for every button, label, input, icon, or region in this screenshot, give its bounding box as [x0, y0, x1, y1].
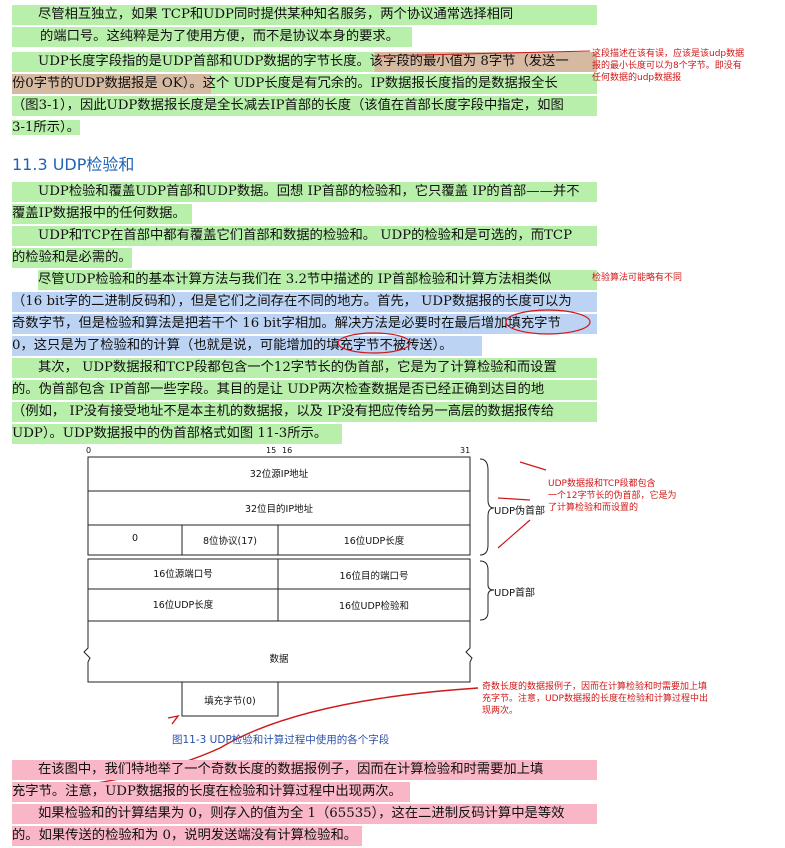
note-4-line: 奇数长度的数据报例子，因而在计算检验和时需要加上填 — [482, 682, 708, 692]
data-left-edge — [83, 621, 182, 683]
note-3-line: 了计算检验和而设置的 — [548, 503, 639, 513]
paragraph-4-line-1: UDP和TCP在首部中都有覆盖它们首部和数据的检验和。 UDP的检验和是可选的，… — [12, 226, 597, 246]
paragraph-4-line-2: 的检验和是必需的。 — [12, 248, 132, 268]
note-3-line: UDP数据报和TCP段都包含 — [548, 479, 656, 489]
handwritten-note-1: 这段描述在该有误，应该是该udp数据 报的最小长度可以为8个字节。即没有 任何数… — [592, 48, 744, 84]
annotation-arrow — [497, 461, 547, 549]
zero-proto-len-row — [87, 524, 471, 556]
paragraph-8-line-1: 如果检验和的计算结果为 0，则存入的值为全 1（65535），这在二进制反码计算… — [12, 804, 597, 824]
annotation-line — [379, 50, 591, 57]
paragraph-7-line-2: 充字节。注意，UDP数据报的长度在检验和计算过程中出现两次。 — [12, 782, 410, 802]
bit-label-15: 15 — [266, 446, 277, 455]
bit-label-0: 0 — [86, 446, 92, 455]
field-udp-length: 16位UDP长度 — [152, 600, 214, 611]
paragraph-3-line-2: 覆盖IP数据报中的任何数据。 — [12, 204, 192, 224]
paragraph-2-line-4: 3-1所示）。 — [12, 118, 597, 138]
note-1-line: 这段描述在该有误，应该是该udp数据 — [592, 49, 745, 59]
handwritten-note-4: 奇数长度的数据报例子，因而在计算检验和时需要加上填 充字节。注意，UDP数据报的… — [482, 681, 772, 717]
note-1-line: 报的最小长度可以为8个字节。即没有 — [592, 61, 742, 71]
field-data: 数据 — [269, 654, 289, 665]
annotation-arrow — [39, 687, 479, 791]
field-udp-length-pseudo: 16位UDP长度 — [343, 536, 405, 547]
len-checksum-row — [87, 588, 471, 622]
annotation-arrow-head — [167, 714, 180, 725]
field-pad: 填充字节(0) — [204, 696, 256, 707]
label-pseudo-header: UDP伪首部 — [494, 506, 546, 517]
paragraph-6-line-3: （例如， IP没有接受地址不是本主机的数据报，以及 IP没有把应传给另一高层的数… — [12, 402, 597, 422]
pad-box — [181, 681, 279, 717]
note-4-line: 现两次。 — [482, 706, 519, 716]
handwritten-note-2: 检验算法可能略有不同 — [592, 272, 682, 284]
paragraph-2-line-1: UDP长度字段指的是UDP首部和UDP数据的字节长度。该字段的最小值为 8字节（… — [12, 52, 597, 72]
field-zero: 0 — [131, 533, 139, 544]
paragraph-6-line-4: UDP）。UDP数据报中的伪首部格式如图 11-3所示。 — [12, 424, 342, 444]
note-3-line: 一个12字节长的伪首部，它是为 — [548, 491, 677, 501]
annotation-circle — [505, 309, 591, 335]
handwritten-note-3: UDP数据报和TCP段都包含 一个12字节长的伪首部，它是为 了计算检验和而设置… — [548, 478, 676, 514]
paragraph-6-line-1: 其次， UDP数据报和TCP段都包含一个12字节长的伪首部，它是为了计算检验和而… — [12, 358, 597, 378]
paragraph-3-line-1: UDP检验和覆盖UDP首部和UDP数据。回想 IP首部的检验和，它只覆盖 IP的… — [12, 182, 597, 202]
paragraph-2-line-2: 份0字节的UDP数据报是 OK）。这个 UDP长度是有冗余的。IP数据报长度指的… — [12, 74, 597, 94]
field-dst-ip: 32位目的IP地址 — [244, 504, 314, 515]
paragraph-7-line-1: 在该图中，我们特地举了一个奇数长度的数据报例子，因而在计算检验和时需要加上填 — [12, 760, 597, 780]
paragraph-1-line-1: 尽管相互独立，如果 TCP和UDP同时提供某种知名服务，两个协议通常选择相同 — [12, 5, 597, 25]
paragraph-5-line-1: 尽管UDP检验和的基本计算方法与我们在 3.2节中描述的 IP首部检验和计算方法… — [12, 270, 597, 290]
figure-caption: 图11-3 UDP检验和计算过程中使用的各个字段 — [172, 734, 390, 746]
paragraph-5-line-4: 0，这只是为了检验和的计算（也就是说，可能增加的填充字节不被传送）。 — [12, 336, 482, 356]
field-src-port: 16位源端口号 — [153, 569, 213, 580]
note-1-line: 任何数据的udp数据报 — [592, 73, 682, 83]
paragraph-5-line-2: （16 bit字的二进制反码和），但是它们之间存在不同的地方。首先， UDP数据… — [12, 292, 597, 312]
annotation-circle — [337, 332, 411, 354]
paragraph-8-line-2: 的。如果传送的检验和为 0，说明发送端没有计算检验和。 — [12, 826, 362, 846]
data-right-edge — [278, 621, 473, 683]
field-src-ip: 32位源IP地址 — [249, 469, 309, 480]
paragraph-2-line-3: （图3-1），因此UDP数据报长度是全长减去IP首部的长度（该值在首部长度字段中… — [12, 96, 597, 116]
label-udp-header: UDP首部 — [494, 588, 536, 599]
field-checksum: 16位UDP检验和 — [338, 601, 410, 612]
pseudo-brace — [479, 458, 495, 556]
note-2-line: 检验算法可能略有不同 — [592, 273, 683, 283]
bit-label-16: 16 — [282, 446, 293, 455]
note-4-line: 充字节。注意，UDP数据报的长度在检验和计算过程中出 — [482, 694, 708, 704]
bit-label-31: 31 — [460, 446, 471, 455]
paragraph-6-line-2: 的。伪首部包含 IP首部一些字段。其目的是让 UDP两次检查数据是否已经正确到达… — [12, 380, 597, 400]
section-title: 11.3 UDP检验和 — [12, 155, 135, 174]
field-dst-port: 16位目的端口号 — [339, 571, 409, 582]
paragraph-1-line-2: 的端口号。这纯粹是为了使用方便，而不是协议本身的要求。 — [12, 27, 412, 47]
paragraph-2-line-4-text: 3-1所示）。 — [12, 120, 80, 135]
field-protocol: 8位协议(17) — [202, 536, 258, 547]
paragraph-5-line-3: 奇数字节，但是检验和算法是把若干个 16 bit字相加。解决方法是必要时在最后增… — [12, 314, 597, 334]
header-brace — [479, 560, 495, 621]
